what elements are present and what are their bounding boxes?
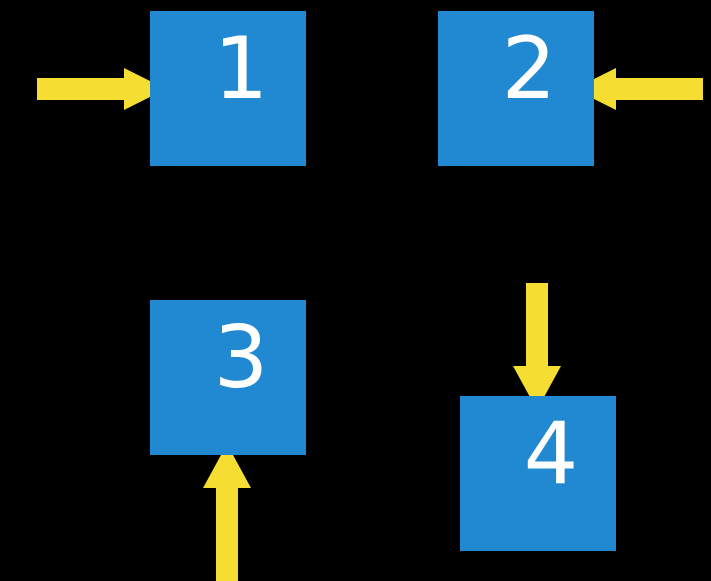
node-label-1: 1 <box>213 19 269 119</box>
node-label-2: 2 <box>501 19 557 119</box>
arrow-into-node-3[interactable] <box>203 444 251 581</box>
node-label-3: 3 <box>213 308 269 408</box>
arrow-left-shape <box>574 68 703 110</box>
arrow-right-shape <box>37 68 166 110</box>
node-label-4: 4 <box>523 404 579 504</box>
node-box-1[interactable] <box>150 11 306 166</box>
node-box-4[interactable] <box>460 396 616 551</box>
arrow-into-node-1[interactable] <box>37 68 166 110</box>
arrow-up-shape <box>203 444 251 581</box>
node-box-3[interactable] <box>150 300 306 455</box>
node-box-2[interactable] <box>438 11 594 166</box>
arrow-into-node-2[interactable] <box>574 68 703 110</box>
arrow-down-shape <box>513 283 561 410</box>
arrow-into-node-4[interactable] <box>513 283 561 410</box>
